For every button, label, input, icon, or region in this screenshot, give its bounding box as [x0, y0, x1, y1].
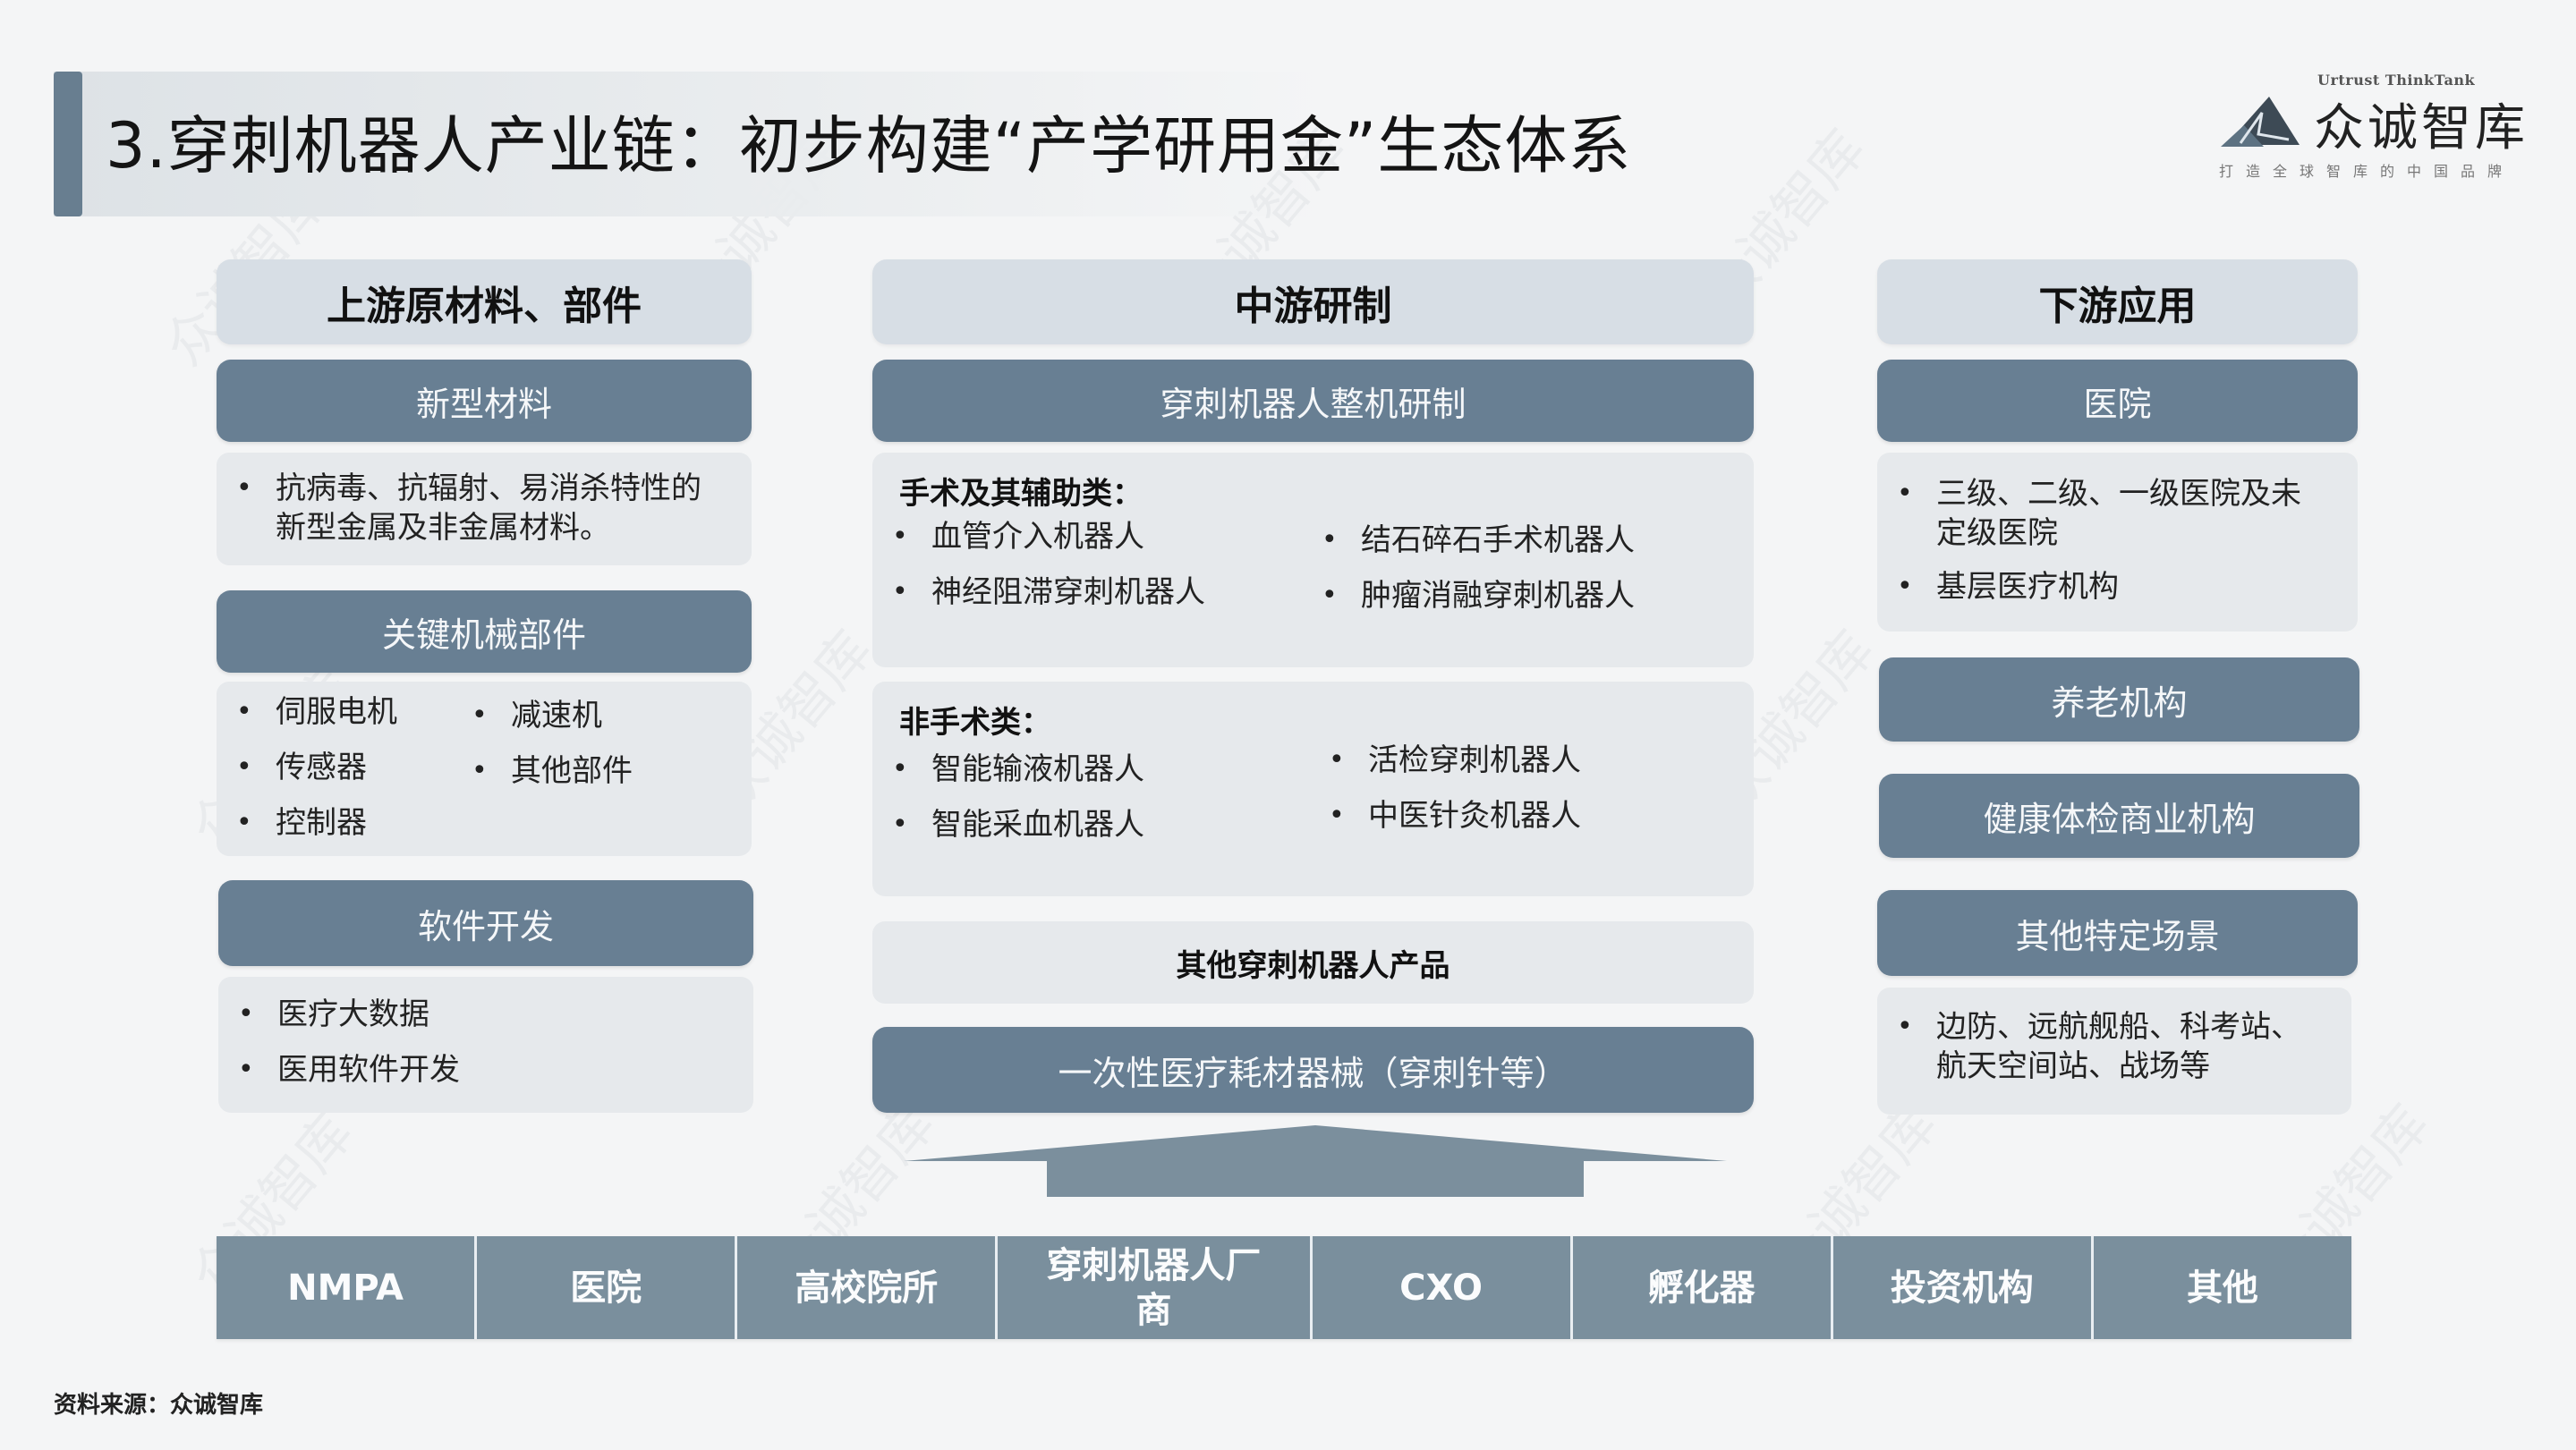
list-item: • 智能采血机器人 — [872, 805, 1144, 844]
bullet-icon: • — [238, 1054, 254, 1085]
bullet-icon: • — [1322, 580, 1338, 611]
list-item: • 伺服电机 — [217, 692, 397, 732]
downstream-health-check: 健康体检商业机构 — [1879, 774, 2359, 858]
bullet-icon: • — [892, 753, 908, 784]
other-robot-products: 其他穿刺机器人产品 — [872, 921, 1754, 1004]
bullet-icon: • — [1322, 524, 1338, 555]
list-item: • 医用软件开发 — [218, 1050, 460, 1090]
midstream-main-title: 穿刺机器人整机研制 — [872, 360, 1754, 442]
bullet-icon: • — [236, 472, 252, 504]
source-note: 资料来源：众诚智库 — [54, 1392, 264, 1419]
surgical-category-title: 手术及其辅助类： — [899, 476, 1143, 512]
page-title: 3.穿刺机器人产业链：初步构建“产学研用金”生态体系 — [106, 109, 1632, 182]
upstream-header: 上游原材料、部件 — [217, 259, 752, 344]
bullet-icon: • — [238, 998, 254, 1030]
list-item: • 活检穿刺机器人 — [1309, 741, 1581, 780]
ecosystem-cell-investors: 投资机构 — [1833, 1236, 2094, 1339]
downstream-special-scenarios: 其他特定场景 — [1877, 890, 2358, 976]
logo: Urtrust ThinkTank 众诚智库 打造全球智库的中国品牌 — [2210, 63, 2541, 188]
list-item: • 传感器 — [217, 748, 367, 787]
bullet-icon: • — [1329, 800, 1345, 831]
logo-english: Urtrust ThinkTank — [2317, 72, 2476, 89]
bullet-icon: • — [1897, 571, 1913, 602]
list-item: • 中医针灸机器人 — [1309, 796, 1581, 835]
bullet-icon: • — [236, 696, 252, 727]
logo-slogan: 打造全球智库的中国品牌 — [2219, 163, 2515, 180]
surgical-robots-box: 手术及其辅助类： • 血管介入机器人 • 神经阻滞穿刺机器人 • 结石碎石手术机… — [872, 453, 1754, 667]
disposable-consumables: 一次性医疗耗材器械（穿刺针等） — [872, 1027, 1754, 1113]
bullet-icon: • — [236, 807, 252, 838]
bullet-icon: • — [236, 751, 252, 783]
downstream-header: 下游应用 — [1877, 259, 2358, 344]
downstream-hospital: 医院 — [1877, 360, 2358, 442]
non-surgical-category-title: 非手术类： — [899, 705, 1051, 741]
list-item: • 控制器 — [217, 803, 367, 843]
hospital-body: • 三级、二级、一级医院及未定级医院 • 基层医疗机构 — [1877, 453, 2358, 632]
list-item: • 医疗大数据 — [218, 995, 429, 1034]
bullet-icon: • — [892, 576, 908, 607]
ecosystem-cell-cxo: CXO — [1313, 1236, 1573, 1339]
midstream-header: 中游研制 — [872, 259, 1754, 344]
downstream-elderly-care: 养老机构 — [1879, 657, 2359, 742]
bullet-icon: • — [472, 755, 488, 786]
ecosystem-cell-incubator: 孵化器 — [1573, 1236, 1833, 1339]
bullet-icon: • — [1897, 478, 1913, 509]
logo-name: 众诚智库 — [2314, 99, 2529, 157]
special-scenarios-body: • 边防、远航舰船、科考站、航天空间站、战场等 — [1877, 988, 2351, 1115]
ecosystem-cell-nmpa: NMPA — [217, 1236, 478, 1339]
bullet-icon: • — [472, 700, 488, 731]
upstream-section-mechanical-parts: 关键机械部件 — [217, 590, 752, 673]
list-item: • 肿瘤消融穿刺机器人 — [1302, 576, 1635, 615]
list-item: • 抗病毒、抗辐射、易消杀特性的新型金属及非金属材料。 — [217, 469, 718, 547]
ecosystem-cell-universities: 高校院所 — [737, 1236, 999, 1339]
list-item: • 血管介入机器人 — [872, 517, 1144, 556]
title-accent-bar — [54, 72, 82, 216]
list-item: • 边防、远航舰船、科考站、航天空间站、战场等 — [1877, 1007, 2325, 1086]
bullet-icon: • — [1329, 744, 1345, 776]
up-arrow-icon — [904, 1125, 1727, 1197]
list-item: • 其他部件 — [452, 751, 633, 791]
bullet-icon: • — [1897, 1011, 1913, 1042]
list-item: • 基层医疗机构 — [1877, 567, 2119, 606]
title-band — [54, 72, 1754, 216]
list-item: • 神经阻滞穿刺机器人 — [872, 572, 1205, 612]
bullet-icon: • — [892, 521, 908, 552]
mountain-logo-icon — [2221, 97, 2300, 147]
ecosystem-grid: NMPA 医院 高校院所 穿刺机器人厂商 CXO 孵化器 投资机构 其他 — [217, 1236, 2351, 1339]
list-item: • 结石碎石手术机器人 — [1302, 521, 1635, 560]
software-body: • 医疗大数据 • 医用软件开发 — [218, 977, 753, 1113]
ecosystem-cell-hospital: 医院 — [477, 1236, 738, 1339]
bullet-icon: • — [892, 809, 908, 840]
upstream-section-new-materials: 新型材料 — [217, 360, 752, 442]
list-item: • 三级、二级、一级医院及未定级医院 — [1877, 474, 2325, 553]
ecosystem-cell-manufacturers: 穿刺机器人厂商 — [998, 1236, 1313, 1339]
mechanical-parts-body: • 伺服电机 • 传感器 • 控制器 • 减速机 • 其他部件 — [217, 682, 752, 856]
upstream-section-software: 软件开发 — [218, 880, 753, 966]
ecosystem-cell-other: 其他 — [2186, 1267, 2258, 1309]
new-materials-body: • 抗病毒、抗辐射、易消杀特性的新型金属及非金属材料。 — [217, 453, 752, 565]
non-surgical-robots-box: 非手术类： • 智能输液机器人 • 智能采血机器人 • 活检穿刺机器人 • 中医… — [872, 682, 1754, 896]
list-item: • 智能输液机器人 — [872, 750, 1144, 789]
list-item: • 减速机 — [452, 696, 602, 735]
